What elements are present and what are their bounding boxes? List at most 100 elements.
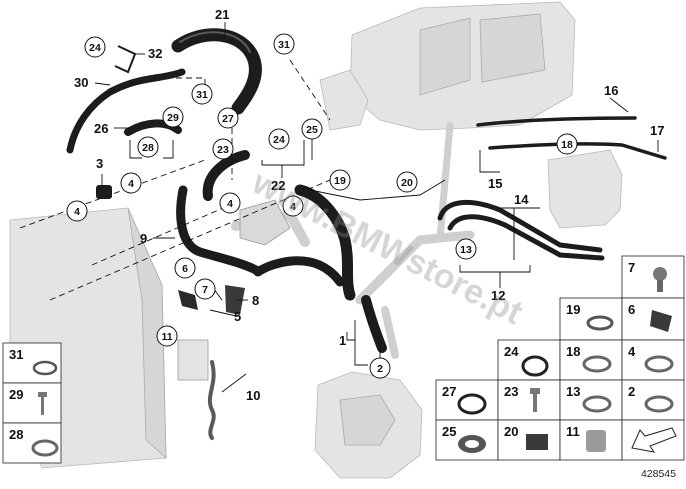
svg-text:19: 19 <box>334 175 346 187</box>
clamp-13-icon <box>582 395 612 413</box>
callout-32: 32 <box>148 46 162 61</box>
clip-6-icon <box>650 310 672 332</box>
svg-text:27: 27 <box>222 113 234 125</box>
circled-4-d: 4 <box>282 195 304 217</box>
legend-24: 24 <box>504 344 519 359</box>
svg-text:31: 31 <box>278 39 290 51</box>
legend-31: 31 <box>9 347 23 362</box>
bracket-32 <box>114 45 137 74</box>
direction-arrow-icon <box>631 427 677 453</box>
svg-text:2: 2 <box>377 363 383 375</box>
legend-left: 31 29 28 <box>2 342 62 464</box>
svg-text:7: 7 <box>202 284 208 296</box>
legend-23: 23 <box>504 384 518 399</box>
svg-text:25: 25 <box>306 124 318 136</box>
svg-text:4: 4 <box>74 206 80 218</box>
circled-24-mid: 24 <box>268 128 290 150</box>
hose-21 <box>171 28 262 115</box>
legend-4: 4 <box>628 344 636 359</box>
clamp-2-icon <box>644 395 674 413</box>
svg-text:11: 11 <box>161 331 172 343</box>
legend-18: 18 <box>566 344 580 359</box>
legend-2: 2 <box>628 384 635 399</box>
water-pump-ghost <box>314 371 423 479</box>
circled-13: 13 <box>455 238 477 260</box>
circled-callouts: 24 31 31 29 28 27 23 24 25 4 4 4 4 19 20… <box>66 33 578 379</box>
line-19-20 <box>309 179 446 201</box>
circled-28: 28 <box>137 136 159 158</box>
hose-30 <box>66 68 186 154</box>
callout-10: 10 <box>246 388 260 403</box>
svg-text:24: 24 <box>273 134 285 146</box>
svg-text:24: 24 <box>89 42 101 54</box>
callout-12: 12 <box>491 288 505 303</box>
holder-20-icon <box>526 434 548 450</box>
legend-20: 20 <box>504 424 518 439</box>
circled-29: 29 <box>162 106 184 128</box>
circled-27: 27 <box>217 107 239 129</box>
callout-17: 17 <box>650 123 664 138</box>
clamp-28-icon <box>31 439 59 457</box>
circled-31-top: 31 <box>273 33 295 55</box>
callout-1: 1 <box>339 333 346 348</box>
callout-30: 30 <box>74 75 88 90</box>
legend-29: 29 <box>9 387 23 402</box>
svg-text:29: 29 <box>167 112 179 124</box>
seal-25-icon <box>458 435 486 453</box>
callout-16: 16 <box>604 83 618 98</box>
svg-text:18: 18 <box>561 139 573 151</box>
circled-4-b: 4 <box>66 200 88 222</box>
connector-3 <box>96 185 112 199</box>
circled-19: 19 <box>329 169 351 191</box>
circled-20: 20 <box>396 171 418 193</box>
callout-22: 22 <box>271 178 285 193</box>
svg-text:20: 20 <box>401 177 413 189</box>
svg-text:4: 4 <box>290 201 296 213</box>
circled-18: 18 <box>556 133 578 155</box>
circled-23: 23 <box>212 138 234 160</box>
bolt-29-icon <box>38 392 47 415</box>
svg-text:23: 23 <box>217 144 229 156</box>
callout-3: 3 <box>96 156 103 171</box>
plain-callouts: 21 32 30 26 3 9 16 17 15 14 12 22 10 1 8… <box>74 7 664 403</box>
engine-block-ghost <box>319 1 576 131</box>
bracket-7-8 <box>178 285 245 315</box>
legend-27: 27 <box>442 384 456 399</box>
svg-text:31: 31 <box>196 89 208 101</box>
circled-4-a: 4 <box>120 172 142 194</box>
diagram-id: 428545 <box>641 468 676 480</box>
hose-26 <box>124 119 182 136</box>
callout-8: 8 <box>252 293 259 308</box>
circled-6: 6 <box>174 257 196 279</box>
hose-22-23 <box>202 150 250 201</box>
svg-text:28: 28 <box>142 142 154 154</box>
thermostat-housing <box>239 199 291 246</box>
callout-21: 21 <box>215 7 229 22</box>
hose-main <box>253 184 356 301</box>
clamp-18-icon <box>582 355 612 373</box>
legend-11: 11 <box>566 424 580 439</box>
clamp-4-icon <box>644 355 674 373</box>
legend-19: 19 <box>566 302 580 317</box>
legend-6: 6 <box>628 302 635 317</box>
circled-31-mid: 31 <box>191 83 213 105</box>
hose-1 <box>361 295 387 353</box>
svg-text:4: 4 <box>227 198 233 210</box>
callout-26: 26 <box>94 121 108 136</box>
hose-10 <box>207 360 216 440</box>
line-14 <box>437 199 605 261</box>
circled-4-c: 4 <box>219 192 241 214</box>
clamp-19-icon <box>586 315 614 331</box>
legend-7: 7 <box>628 260 635 275</box>
rivet-7-icon <box>653 267 667 292</box>
expansion-tank-ghost <box>547 149 623 229</box>
circled-25: 25 <box>301 118 323 140</box>
seal-24-icon <box>521 355 549 377</box>
sensor-11 <box>177 339 209 381</box>
bolt-23-icon <box>530 388 540 412</box>
circled-11: 11 <box>156 325 178 347</box>
circled-2: 2 <box>369 357 391 379</box>
legend-13: 13 <box>566 384 580 399</box>
svg-text:4: 4 <box>128 178 134 190</box>
